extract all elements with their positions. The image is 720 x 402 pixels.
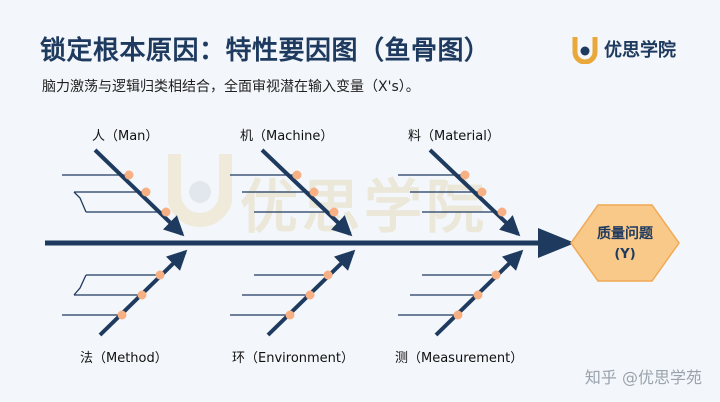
cause-dots — [117, 170, 507, 320]
effect-hexagon — [570, 204, 680, 282]
spine-arrowhead — [538, 228, 575, 258]
category-label-material: 料（Material） — [408, 129, 500, 144]
page-title: 锁定根本原因：特性要因图（鱼骨图） — [40, 36, 491, 66]
effect-label-line1: 质量问题 — [597, 225, 654, 242]
watermark-text: 优思学院 — [240, 173, 489, 241]
category-label-man: 人（Man） — [92, 129, 159, 144]
brand-logo: 优思学院 — [572, 34, 676, 64]
effect-label-line2: (Y) — [614, 247, 635, 262]
rib-material — [398, 148, 521, 237]
rib-man — [62, 148, 185, 237]
rib-method — [62, 249, 188, 337]
watermark-logo-icon — [168, 154, 232, 227]
logo-text: 优思学院 — [604, 40, 676, 61]
rib-measurement — [398, 249, 524, 337]
rib-machine — [230, 148, 353, 237]
category-label-environment: 环（Environment） — [232, 351, 355, 366]
logo-mark-icon — [572, 37, 598, 64]
category-label-measurement: 测（Measurement） — [395, 351, 524, 366]
footer-watermark: 知乎 @优思学苑 — [584, 368, 702, 387]
category-label-machine: 机（Machine） — [240, 129, 334, 144]
rib-environment — [230, 249, 356, 337]
page-subtitle: 脑力激荡与逻辑归类相结合，全面审视潜在输入变量（X's）。 — [42, 79, 420, 95]
category-label-method: 法（Method） — [80, 351, 168, 366]
